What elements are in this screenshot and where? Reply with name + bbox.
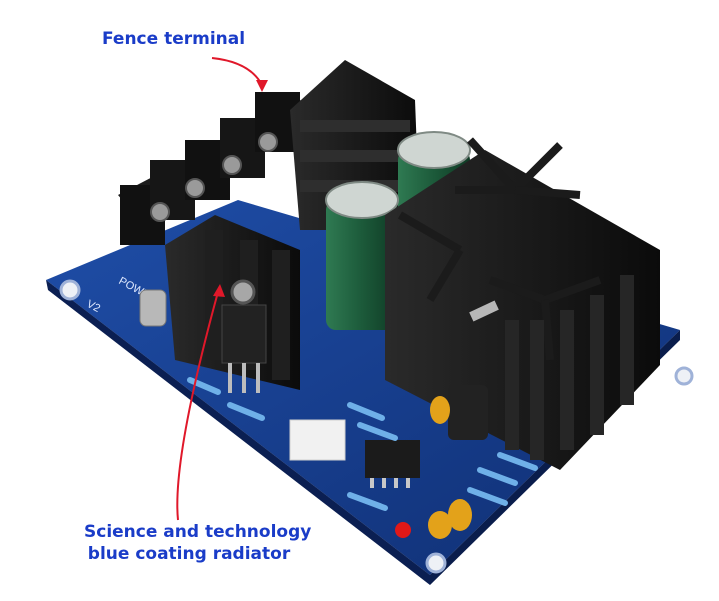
board-version-text: V2 (85, 298, 103, 315)
callout-arrows (176, 57, 268, 521)
terminal-screw-icon (222, 155, 242, 175)
fence-terminal-arrow (211, 57, 263, 86)
radiator-arrow (176, 291, 219, 521)
radiator-label: Science and technology blue coating radi… (84, 521, 312, 565)
arrowhead-icon (256, 80, 268, 92)
fence-terminal-label: Fence terminal (102, 29, 246, 49)
small-capacitor (448, 385, 488, 440)
power-switch (139, 289, 167, 327)
ic-chip (365, 440, 420, 478)
arrowhead-icon (213, 284, 225, 297)
fence-terminal-block (118, 92, 320, 245)
white-connector (289, 419, 346, 461)
small-components (139, 289, 538, 539)
terminal-screw-icon (258, 132, 278, 152)
red-led (395, 522, 411, 538)
radiator-label-line2: blue coating radiator (87, 544, 291, 564)
terminal-screw-icon (185, 178, 205, 198)
mount-screw-icon (230, 279, 256, 305)
terminal-screw-icon (150, 202, 170, 222)
mounting-holes (59, 279, 694, 574)
radiator-label-line1: Science and technology (84, 522, 312, 542)
